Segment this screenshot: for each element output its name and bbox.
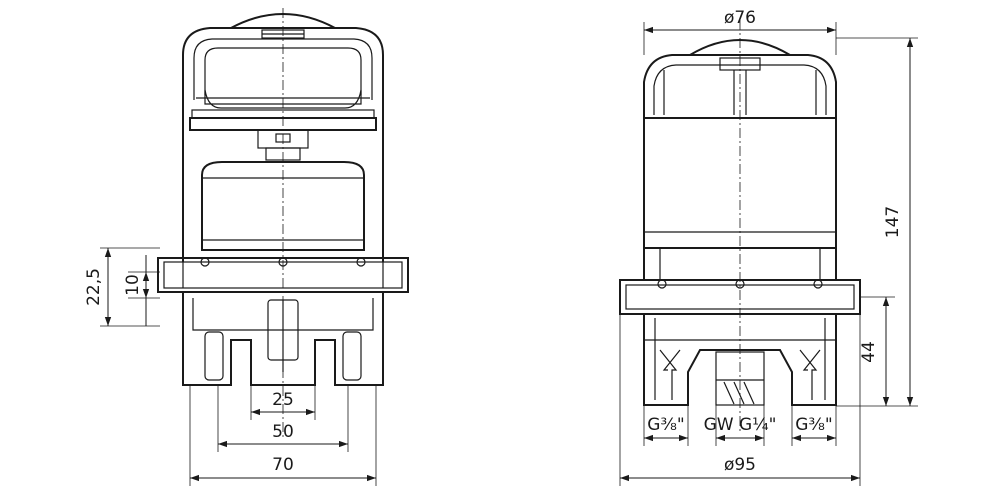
front-view: [157, 8, 409, 440]
dim-port-right: G⅜": [795, 415, 832, 435]
dim-top-diameter: ø76: [724, 8, 756, 28]
front-body: [182, 292, 384, 386]
dim-height: 147: [883, 206, 903, 238]
dim-10: 10: [123, 274, 143, 296]
side-view: [619, 20, 861, 432]
dim-port-center: GW G¼": [704, 415, 777, 435]
side-housing: [643, 54, 837, 280]
front-horizontal-dimensions: 25 50 70: [189, 385, 377, 486]
dim-70: 70: [272, 455, 294, 475]
dim-lower-height: 44: [859, 341, 879, 363]
dim-base-diameter: ø95: [724, 455, 756, 475]
dim-22-5: 22,5: [84, 268, 104, 306]
side-dimensions: ø76 147 44 G⅜" GW G¼" G⅜" ø95: [619, 8, 918, 486]
dim-25: 25: [272, 390, 294, 410]
front-vertical-dimensions: 22,5 10: [84, 247, 160, 327]
dim-50: 50: [272, 422, 294, 442]
front-coil: [201, 161, 365, 251]
dim-port-left: G⅜": [647, 415, 684, 435]
